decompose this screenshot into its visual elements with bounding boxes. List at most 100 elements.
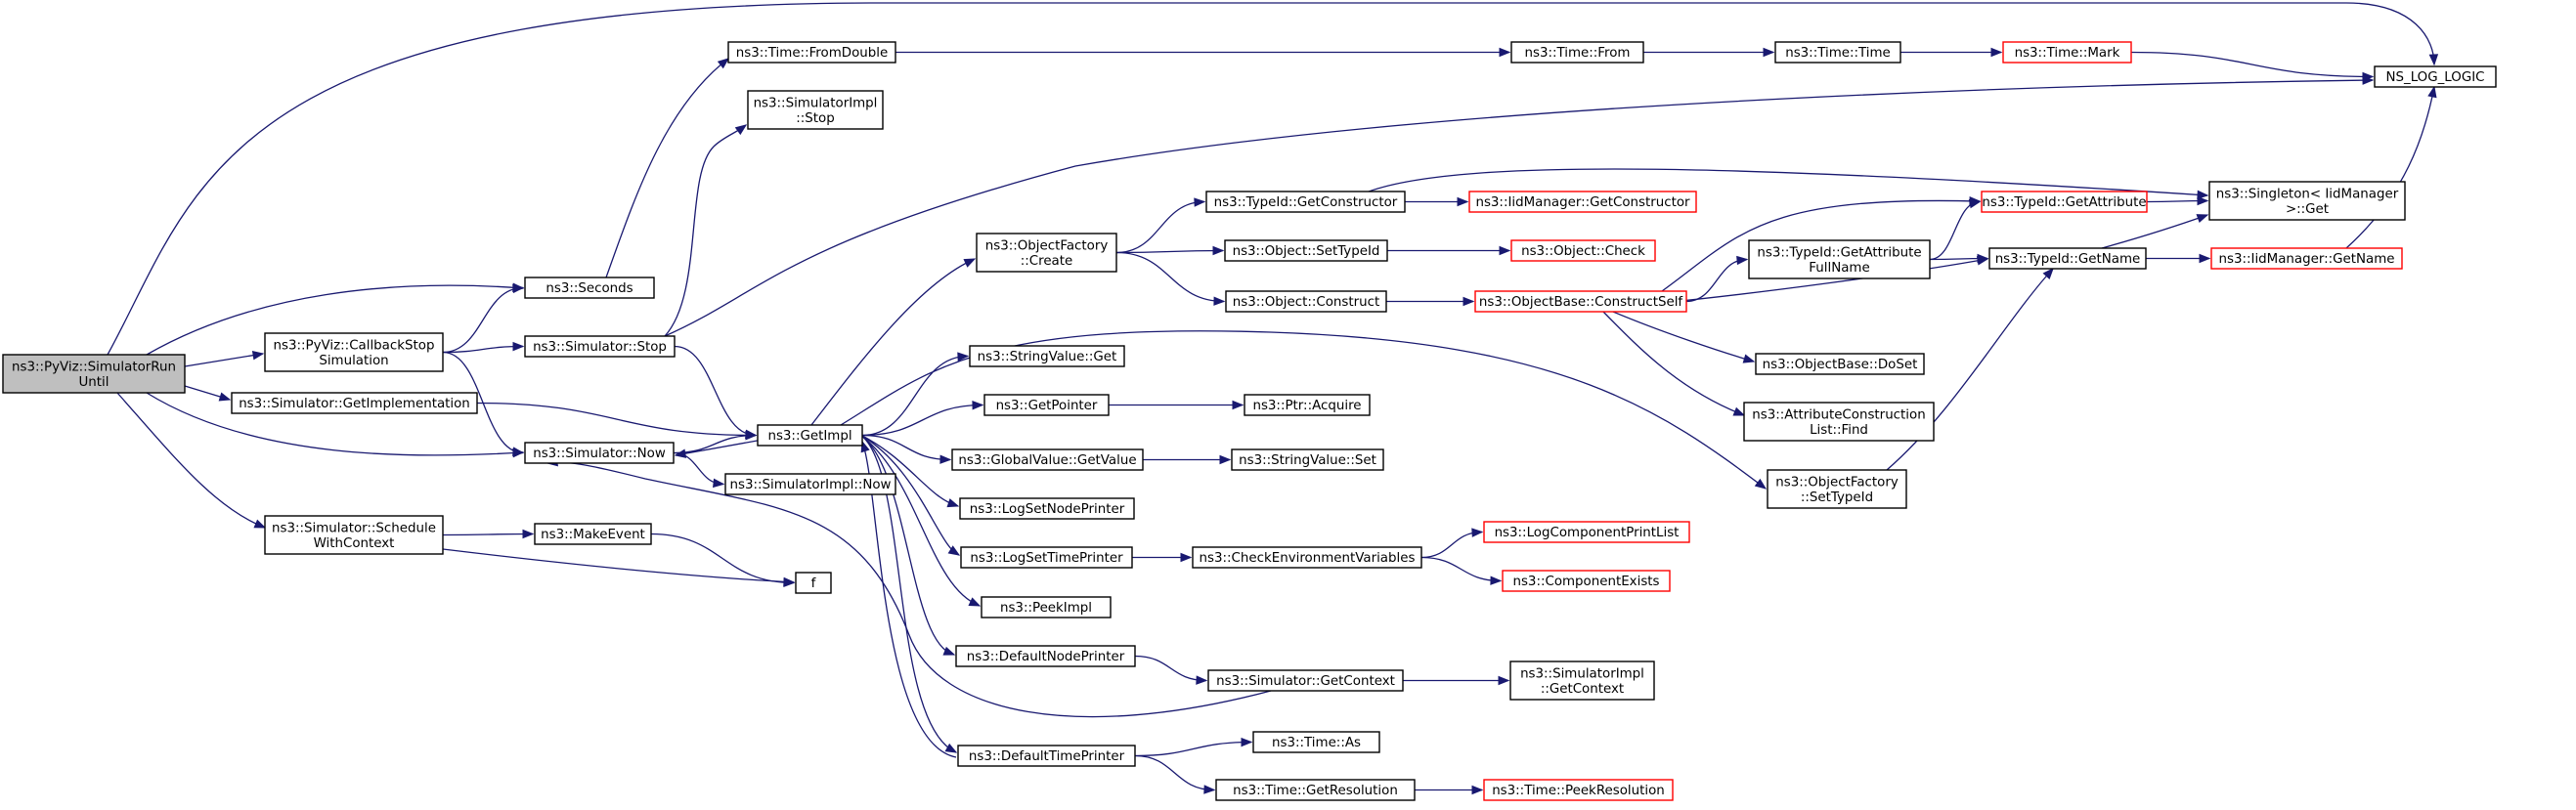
node-constructself[interactable]: ns3::ObjectBase::ConstructSelf bbox=[1474, 290, 1687, 313]
node-box[interactable] bbox=[959, 497, 1135, 520]
node-getcontext[interactable]: ns3::Simulator::GetContext bbox=[1207, 669, 1404, 692]
node-box[interactable] bbox=[1192, 546, 1422, 569]
node-ptracquire[interactable]: ns3::Ptr::Acquire bbox=[1244, 394, 1371, 416]
node-box[interactable] bbox=[951, 448, 1144, 471]
node-getimpl[interactable]: ns3::GetImpl bbox=[757, 424, 863, 447]
node-getimpl_sim[interactable]: ns3::Simulator::GetImplementation bbox=[231, 392, 478, 414]
node-box[interactable] bbox=[1981, 191, 2148, 213]
node-svget[interactable]: ns3::StringValue::Get bbox=[969, 345, 1125, 367]
node-box[interactable] bbox=[2374, 65, 2497, 88]
node-ofcreate[interactable]: ns3::ObjectFactory::Create bbox=[976, 233, 1117, 273]
node-logsetnode[interactable]: ns3::LogSetNodePrinter bbox=[959, 497, 1135, 520]
node-box[interactable] bbox=[955, 645, 1136, 667]
node-box[interactable] bbox=[2210, 247, 2403, 270]
node-box[interactable] bbox=[1510, 41, 1644, 64]
node-box[interactable] bbox=[1215, 779, 1416, 801]
node-box[interactable] bbox=[727, 41, 896, 64]
node-box[interactable] bbox=[1755, 353, 1925, 375]
node-objconstruct[interactable]: ns3::Object::Construct bbox=[1225, 290, 1387, 313]
node-box[interactable] bbox=[1510, 239, 1656, 262]
node-box[interactable] bbox=[1748, 239, 1931, 279]
node-box[interactable] bbox=[1767, 469, 1907, 509]
node-box[interactable] bbox=[534, 523, 652, 545]
node-logsettime[interactable]: ns3::LogSetTimePrinter bbox=[960, 546, 1133, 569]
node-getres[interactable]: ns3::Time::GetResolution bbox=[1215, 779, 1416, 801]
node-peekres[interactable]: ns3::Time::PeekResolution bbox=[1483, 779, 1674, 801]
node-box[interactable] bbox=[757, 424, 863, 447]
node-box[interactable] bbox=[264, 332, 444, 372]
node-timetime[interactable]: ns3::Time::Time bbox=[1774, 41, 1901, 64]
node-box[interactable] bbox=[1483, 779, 1674, 801]
node-box[interactable] bbox=[264, 515, 444, 555]
node-objcheck[interactable]: ns3::Object::Check bbox=[1510, 239, 1656, 262]
node-timeas[interactable]: ns3::Time::As bbox=[1252, 731, 1380, 753]
node-box[interactable] bbox=[969, 345, 1125, 367]
node-box[interactable] bbox=[1502, 570, 1671, 592]
node-singleton[interactable]: ns3::Singleton< IidManager >::Get bbox=[2208, 181, 2406, 221]
node-ofsettypeid[interactable]: ns3::ObjectFactory::SetTypeId bbox=[1767, 469, 1907, 509]
node-box[interactable] bbox=[2002, 41, 2132, 64]
node-defnode[interactable]: ns3::DefaultNodePrinter bbox=[955, 645, 1136, 667]
node-setypeid[interactable]: ns3::Object::SetTypeId bbox=[1224, 239, 1388, 262]
node-box[interactable] bbox=[1774, 41, 1901, 64]
node-box[interactable] bbox=[957, 745, 1136, 767]
node-box[interactable] bbox=[1743, 402, 1935, 442]
node-box[interactable] bbox=[1988, 247, 2147, 270]
node-fromdouble[interactable]: ns3::Time::FromDouble bbox=[727, 41, 896, 64]
node-box[interactable] bbox=[983, 394, 1110, 416]
node-logcompprint[interactable]: ns3::LogComponentPrintList bbox=[1483, 521, 1690, 543]
node-timemark[interactable]: ns3::Time::Mark bbox=[2002, 41, 2132, 64]
node-checkenv[interactable]: ns3::CheckEnvironmentVariables bbox=[1192, 546, 1422, 569]
node-box[interactable] bbox=[2208, 181, 2406, 221]
node-box[interactable] bbox=[1224, 239, 1388, 262]
node-f[interactable]: f bbox=[795, 572, 832, 594]
node-nslog[interactable]: NS_LOG_LOGIC bbox=[2374, 65, 2497, 88]
node-iidgetctor[interactable]: ns3::IidManager::GetConstructor bbox=[1468, 191, 1697, 213]
node-getattr[interactable]: ns3::TypeId::GetAttribute bbox=[1981, 191, 2148, 213]
node-deftime[interactable]: ns3::DefaultTimePrinter bbox=[957, 745, 1136, 767]
node-implstop[interactable]: ns3::SimulatorImpl::Stop bbox=[747, 90, 884, 130]
node-box[interactable] bbox=[1244, 394, 1371, 416]
node-box[interactable] bbox=[960, 546, 1133, 569]
node-implnow[interactable]: ns3::SimulatorImpl::Now bbox=[724, 473, 896, 495]
node-box[interactable] bbox=[976, 233, 1117, 273]
node-getpointer[interactable]: ns3::GetPointer bbox=[983, 394, 1110, 416]
node-timefrom[interactable]: ns3::Time::From bbox=[1510, 41, 1644, 64]
node-box[interactable] bbox=[1509, 661, 1655, 701]
node-seconds[interactable]: ns3::Seconds bbox=[524, 277, 655, 299]
node-box[interactable] bbox=[1207, 669, 1404, 692]
node-box[interactable] bbox=[1231, 448, 1384, 471]
node-box[interactable] bbox=[231, 392, 478, 414]
node-simnow[interactable]: ns3::Simulator::Now bbox=[524, 442, 675, 464]
node-box[interactable] bbox=[747, 90, 884, 130]
node-box[interactable] bbox=[2, 354, 186, 394]
node-box[interactable] bbox=[724, 473, 896, 495]
node-box[interactable] bbox=[524, 335, 676, 358]
node-makeevent[interactable]: ns3::MakeEvent bbox=[534, 523, 652, 545]
node-gvgetvalue[interactable]: ns3::GlobalValue::GetValue bbox=[951, 448, 1144, 471]
node-box[interactable] bbox=[1483, 521, 1690, 543]
node-box[interactable] bbox=[981, 596, 1112, 618]
node-getname[interactable]: ns3::TypeId::GetName bbox=[1988, 247, 2147, 270]
node-svset[interactable]: ns3::StringValue::Set bbox=[1231, 448, 1384, 471]
node-box[interactable] bbox=[524, 442, 675, 464]
node-simstop[interactable]: ns3::Simulator::Stop bbox=[524, 335, 676, 358]
node-box[interactable] bbox=[1225, 290, 1387, 313]
node-box[interactable] bbox=[524, 277, 655, 299]
node-compexists[interactable]: ns3::ComponentExists bbox=[1502, 570, 1671, 592]
node-iidgetname[interactable]: ns3::IidManager::GetName bbox=[2210, 247, 2403, 270]
node-getctor[interactable]: ns3::TypeId::GetConstructor bbox=[1205, 191, 1406, 213]
node-box[interactable] bbox=[1252, 731, 1380, 753]
node-box[interactable] bbox=[1205, 191, 1406, 213]
node-implgetctx[interactable]: ns3::SimulatorImpl::GetContext bbox=[1509, 661, 1655, 701]
node-peekimpl[interactable]: ns3::PeekImpl bbox=[981, 596, 1112, 618]
node-doset[interactable]: ns3::ObjectBase::DoSet bbox=[1755, 353, 1925, 375]
node-box[interactable] bbox=[795, 572, 832, 594]
node-box[interactable] bbox=[1468, 191, 1697, 213]
node-box[interactable] bbox=[1474, 290, 1687, 313]
